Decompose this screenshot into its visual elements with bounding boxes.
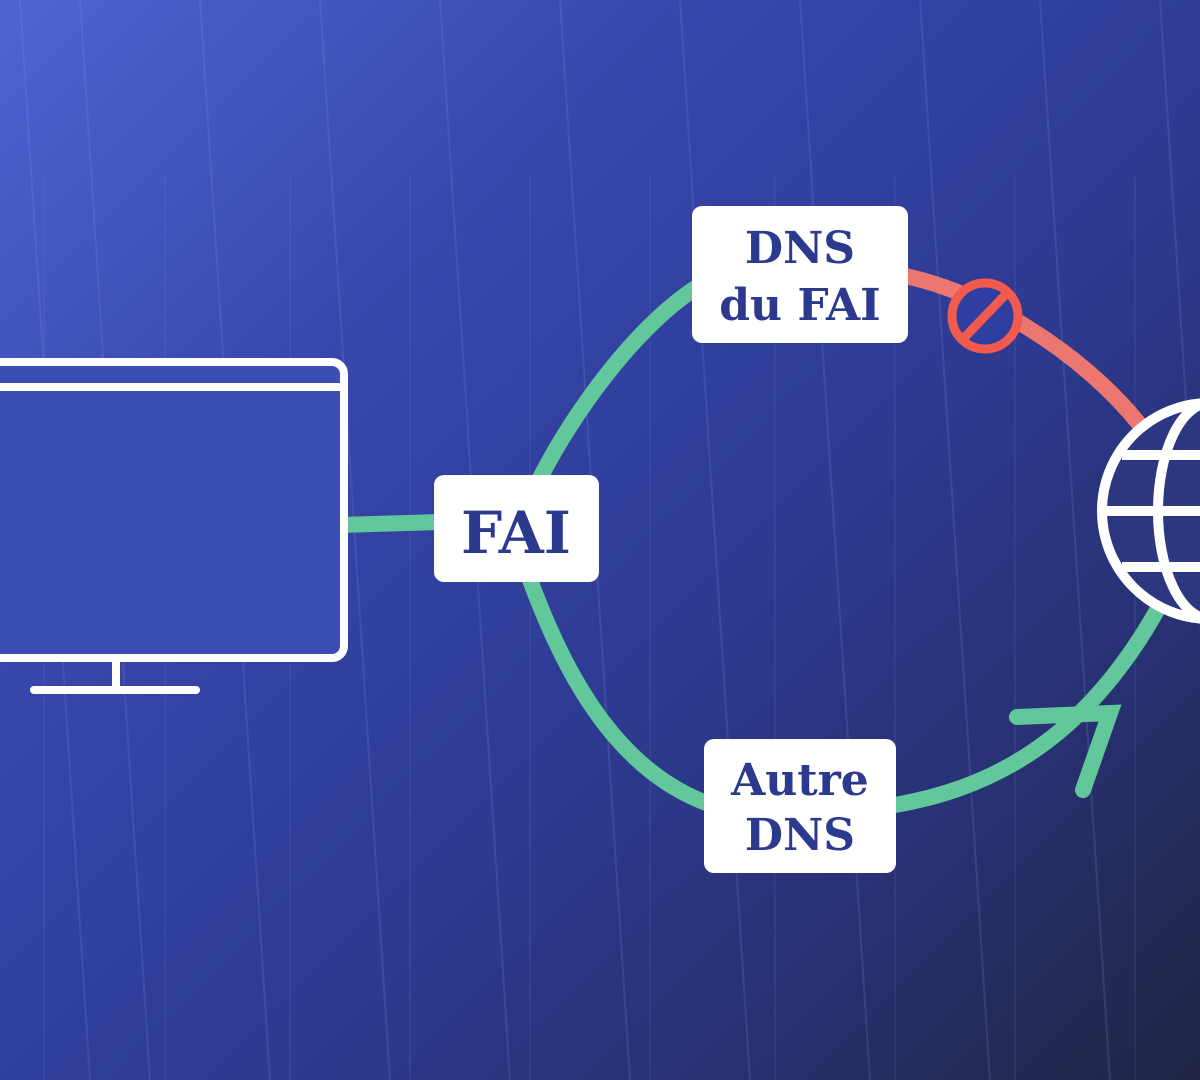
path-isp-to-isp-dns bbox=[532, 277, 708, 486]
connections bbox=[332, 267, 1168, 813]
isp-label: FAI bbox=[461, 499, 571, 567]
other-dns-label-line2: DNS bbox=[745, 810, 855, 861]
path-isp-dns-to-internet bbox=[892, 267, 1148, 433]
isp-node: FAI bbox=[434, 475, 599, 582]
arrow-icon bbox=[1009, 704, 1122, 798]
isp-dns-label-line1: DNS bbox=[745, 223, 855, 274]
other-dns-label-line1: Autre bbox=[730, 755, 869, 806]
isp-dns-node: DNS du FAI bbox=[692, 206, 908, 343]
path-computer-to-isp bbox=[332, 514, 448, 533]
blocked-icon bbox=[947, 278, 1023, 354]
other-dns-node: Autre DNS bbox=[704, 739, 896, 873]
path-isp-to-other-dns bbox=[522, 572, 720, 813]
monitor-icon bbox=[0, 358, 348, 694]
globe-icon bbox=[1097, 398, 1200, 624]
path-other-dns-to-internet bbox=[887, 597, 1168, 813]
isp-dns-label-line2: du FAI bbox=[719, 280, 880, 331]
